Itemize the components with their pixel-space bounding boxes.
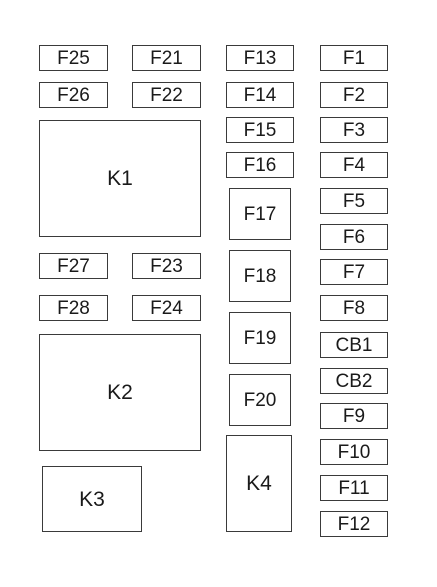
fuse-f11: F11 [320,475,388,501]
fuse-f13: F13 [226,45,294,71]
fuse-f10-label: F10 [337,441,371,463]
fuse-f25: F25 [39,45,108,71]
fuse-f4-label: F4 [342,154,366,176]
relay-k1: K1 [39,120,201,237]
circuit-breaker-cb1: CB1 [320,332,388,358]
relay-k4-label: K4 [246,472,272,495]
fuse-f23: F23 [132,253,201,279]
fuse-f26: F26 [39,82,108,108]
fuse-f22: F22 [132,82,201,108]
fuse-f1-label: F1 [342,47,366,69]
fuse-f16-label: F16 [243,154,277,176]
fuse-f15: F15 [226,117,294,143]
fuse-f20-label: F20 [243,389,277,411]
circuit-breaker-cb2: CB2 [320,368,388,394]
relay-k4: K4 [226,435,292,532]
fuse-f17-label: F17 [243,203,277,225]
fuse-f6: F6 [320,224,388,250]
fuse-f19-label: F19 [243,327,277,349]
fuse-f21: F21 [132,45,201,71]
relay-k3: K3 [42,466,142,532]
circuit-breaker-cb1-label: CB1 [335,334,373,356]
fuse-f19: F19 [229,312,291,364]
fuse-f15-label: F15 [243,119,277,141]
fuse-f7: F7 [320,259,388,285]
fuse-f3: F3 [320,117,388,143]
fuse-f17: F17 [229,188,291,240]
fuse-f10: F10 [320,439,388,465]
fuse-f20: F20 [229,374,291,426]
fuse-f11-label: F11 [338,477,370,499]
fuse-f5-label: F5 [342,190,366,212]
fuse-f6-label: F6 [342,226,366,248]
fuse-f16: F16 [226,152,294,178]
fuse-f9-label: F9 [342,405,366,427]
fuse-f24: F24 [132,295,201,321]
fuse-f12-label: F12 [337,513,371,535]
relay-k1-label: K1 [107,167,133,190]
fuse-f2-label: F2 [342,84,366,106]
relay-k2: K2 [39,334,201,451]
fuse-f23-label: F23 [150,255,183,277]
fuse-f14-label: F14 [243,84,277,106]
fuse-f25-label: F25 [57,47,90,69]
fuse-f24-label: F24 [150,297,183,319]
relay-k3-label: K3 [79,487,105,511]
fuse-f26-label: F26 [57,84,90,106]
fuse-f8-label: F8 [342,297,366,319]
fuse-f27: F27 [39,253,108,279]
fuse-f8: F8 [320,295,388,321]
fuse-f1: F1 [320,45,388,71]
fuse-f5: F5 [320,188,388,214]
circuit-breaker-cb2-label: CB2 [335,370,373,392]
fuse-f7-label: F7 [342,261,366,283]
fuse-f18-label: F18 [243,265,277,287]
fuse-f9: F9 [320,403,388,429]
fuse-f4: F4 [320,152,388,178]
fuse-f22-label: F22 [150,84,183,106]
fuse-f13-label: F13 [243,47,277,69]
fuse-f18: F18 [229,250,291,302]
fuse-f14: F14 [226,82,294,108]
fuse-f28: F28 [39,295,108,321]
fuse-f21-label: F21 [150,47,183,69]
fuse-f2: F2 [320,82,388,108]
fuse-f28-label: F28 [57,297,90,319]
fuse-f12: F12 [320,511,388,537]
relay-k2-label: K2 [107,381,133,404]
fuse-f3-label: F3 [342,119,366,141]
fuse-f27-label: F27 [57,255,90,277]
